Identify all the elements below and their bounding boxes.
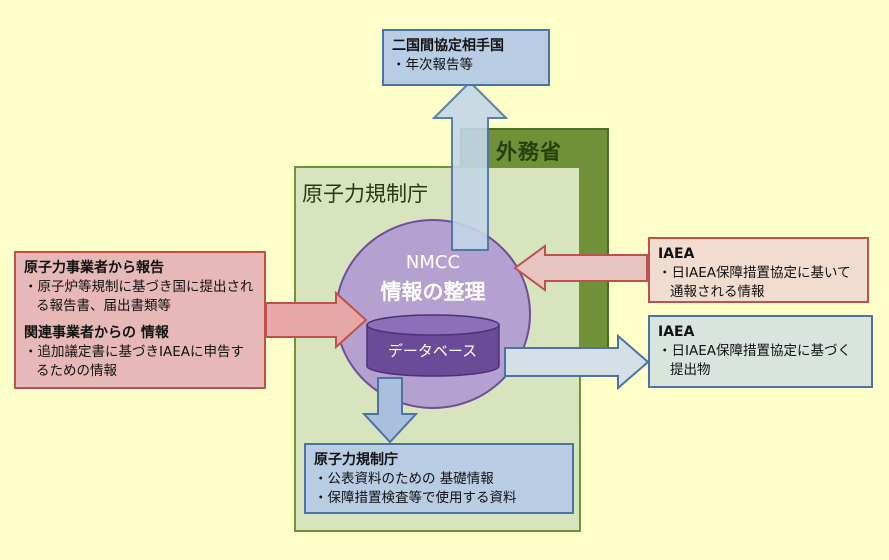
nmcc-circle bbox=[335, 219, 531, 409]
operators-box: 原子力事業者から報告 ・原子炉等規制に基づき国に提出される報告書、届出書類等 関… bbox=[14, 251, 266, 389]
arrow-from-operators bbox=[265, 290, 368, 350]
nra-output-title: 原子力規制庁 bbox=[314, 452, 398, 468]
nra-output-bullet-2: ・保障措置検査等で使用する資料 bbox=[314, 490, 517, 506]
partner-country-title: 二国間協定相手国 bbox=[392, 38, 504, 54]
partner-country-bullet: ・年次報告等 bbox=[392, 57, 473, 73]
iaea-notification-box: IAEA ・日IAEA保障措置協定に基いて通報される情報 bbox=[648, 237, 869, 303]
related-operators-title: 関連事業者からの 情報 bbox=[24, 325, 169, 341]
iaea-notification-title: IAEA bbox=[658, 246, 695, 262]
iaea-submission-box: IAEA ・日IAEA保障措置協定に基づく提出物 bbox=[648, 315, 873, 388]
nra-output-box: 原子力規制庁 ・公表資料のための 基礎情報 ・保障措置検査等で使用する資料 bbox=[304, 443, 574, 514]
operators-title: 原子力事業者から報告 bbox=[24, 260, 164, 276]
nmcc-title: NMCC bbox=[405, 252, 461, 273]
nra-output-bullet-1: ・公表資料のための 基礎情報 bbox=[314, 471, 494, 487]
iaea-submission-title: IAEA bbox=[658, 324, 695, 340]
iaea-notification-bullet: ・日IAEA保障措置協定に基いて通報される情報 bbox=[658, 265, 851, 300]
arrow-up-to-partner bbox=[431, 80, 509, 251]
mofa-label: 外務省 bbox=[496, 140, 562, 164]
iaea-submission-bullet: ・日IAEA保障措置協定に基づく提出物 bbox=[658, 343, 851, 378]
database-label: データベース bbox=[387, 342, 478, 360]
operators-bullet: ・原子炉等規制に基づき国に提出される報告書、届出書類等 bbox=[24, 279, 254, 314]
nra-label: 原子力規制庁 bbox=[302, 182, 428, 206]
arrow-down-to-nra bbox=[361, 377, 419, 444]
arrow-to-iaea bbox=[504, 333, 650, 391]
related-operators-bullet: ・追加議定書に基づきIAEAに申告するための情報 bbox=[24, 344, 244, 379]
arrow-from-iaea bbox=[513, 244, 648, 292]
database-cylinder bbox=[366, 314, 500, 377]
partner-country-box: 二国間協定相手国 ・年次報告等 bbox=[382, 29, 550, 86]
nmcc-subtitle: 情報の整理 bbox=[380, 280, 486, 304]
